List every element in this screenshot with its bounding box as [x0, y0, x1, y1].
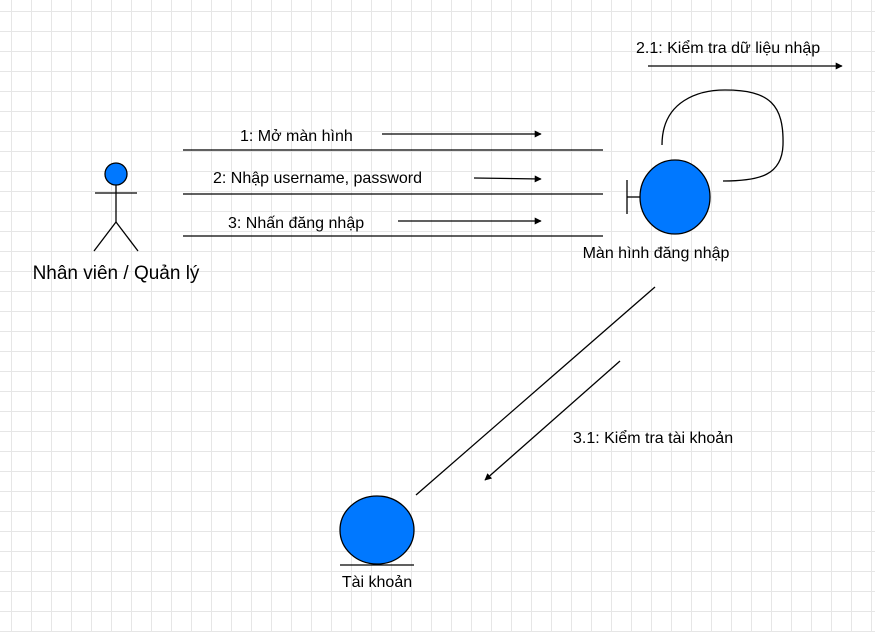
message-3-label: 3: Nhấn đăng nhập — [228, 215, 364, 232]
message-2-arrow[interactable] — [473, 175, 542, 183]
boundary-label: Màn hình đăng nhập — [583, 245, 730, 262]
entity-label: Tài khoản — [342, 574, 412, 591]
actor-icon[interactable] — [93, 162, 139, 252]
self-link-line[interactable] — [661, 89, 784, 182]
message-2-1-label: 2.1: Kiểm tra dữ liệu nhập — [636, 39, 820, 57]
boundary-object-icon[interactable] — [626, 159, 711, 235]
message-3-1-arrow[interactable] — [484, 360, 621, 481]
actor-label: Nhân viên / Quản lý — [33, 263, 200, 284]
message-3-1-label: 3.1: Kiểm tra tài khoản — [573, 429, 733, 447]
message-2-label: 2: Nhập username, password — [213, 170, 422, 187]
message-1-label: 1: Mở màn hình — [240, 128, 353, 145]
entity-object-icon[interactable] — [339, 495, 415, 566]
link-line-4[interactable] — [415, 286, 656, 496]
